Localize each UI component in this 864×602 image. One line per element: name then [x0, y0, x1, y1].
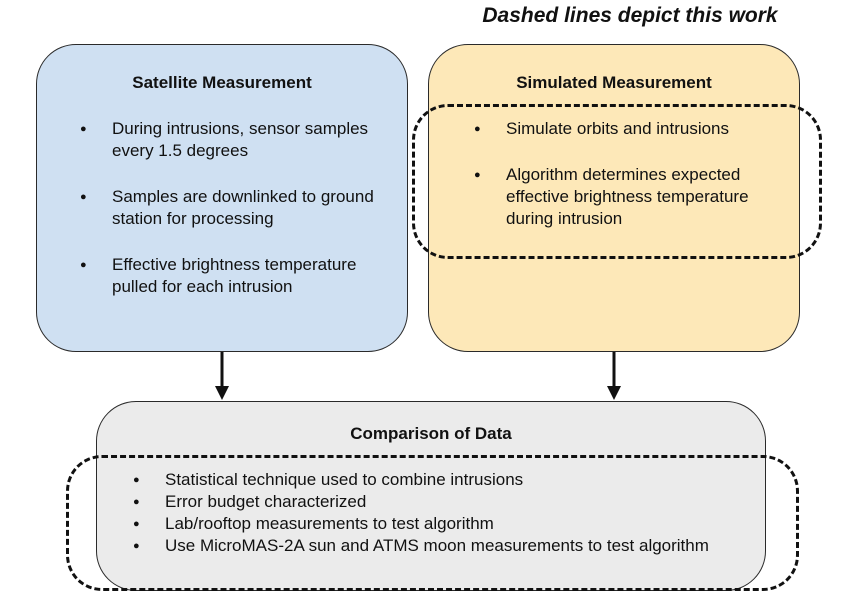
satellite-measurement-list: During intrusions, sensor samples every … [80, 118, 385, 322]
comparison-of-data-title: Comparison of Data [350, 424, 512, 443]
simulated-measurement-list: Simulate orbits and intrusions Algorithm… [474, 118, 784, 254]
comparison-bullet-4: Use MicroMAS-2A sun and ATMS moon measur… [133, 535, 733, 557]
comparison-bullet-3: Lab/rooftop measurements to test algorit… [133, 513, 733, 535]
comparison-bullet-2: Error budget characterized [133, 491, 733, 513]
satellite-measurement-title: Satellite Measurement [132, 73, 312, 92]
satellite-bullet-2: Samples are downlinked to ground station… [80, 186, 385, 230]
simulated-bullet-2: Algorithm determines expected effective … [474, 164, 784, 230]
simulated-to-comparison-arrowhead [607, 386, 621, 400]
satellite-to-comparison-arrowhead [215, 386, 229, 400]
satellite-bullet-1: During intrusions, sensor samples every … [80, 118, 385, 162]
simulated-measurement-title: Simulated Measurement [516, 73, 712, 92]
comparison-of-data-list: Statistical technique used to combine in… [133, 469, 733, 557]
comparison-bullet-1: Statistical technique used to combine in… [133, 469, 733, 491]
dashed-lines-caption: Dashed lines depict this work [482, 4, 778, 27]
simulated-bullet-1: Simulate orbits and intrusions [474, 118, 784, 140]
comparison-dashed-outline [66, 455, 799, 591]
satellite-bullet-3: Effective brightness temperature pulled … [80, 254, 385, 298]
simulated-dashed-outline [412, 104, 822, 259]
